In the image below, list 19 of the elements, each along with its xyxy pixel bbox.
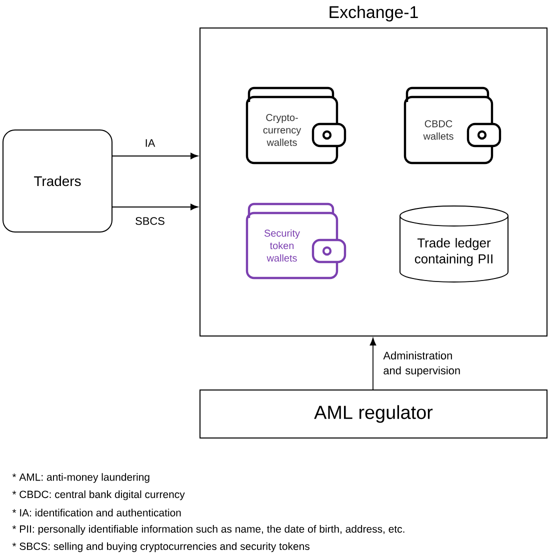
wallet: Security token wallets	[246, 202, 346, 280]
node-label: Exchange-1	[330, 6, 418, 22]
edge-label: IA	[146, 139, 156, 147]
arrow	[112, 152, 198, 160]
arrow	[370, 338, 376, 390]
edge-label: SBCS	[136, 217, 164, 225]
database-cylinder: Trade ledger containing PII	[400, 206, 508, 282]
footnote: * SBCS: selling and buying cryptocurrencies and security tokens	[12, 542, 310, 552]
wallet: Crypto-currency wallets	[246, 86, 346, 164]
process-box: AML regulator	[200, 390, 548, 438]
rounded-box: Traders	[2, 130, 112, 232]
node-label: Trade ledger containing PII	[414, 238, 492, 266]
footnote: * IA: identification and authentication	[12, 508, 181, 516]
footnote: * PII: personally identifiable information such as name, the date of birth, address, etc.	[12, 525, 404, 535]
wallet: CBDC wallets	[404, 86, 502, 164]
edge-label: Administration and supervision	[383, 351, 460, 377]
footnote: * CBDC: central bank digital currency	[12, 490, 185, 500]
footnote: * AML: anti-money laundering	[12, 473, 150, 483]
arrow	[112, 204, 198, 210]
